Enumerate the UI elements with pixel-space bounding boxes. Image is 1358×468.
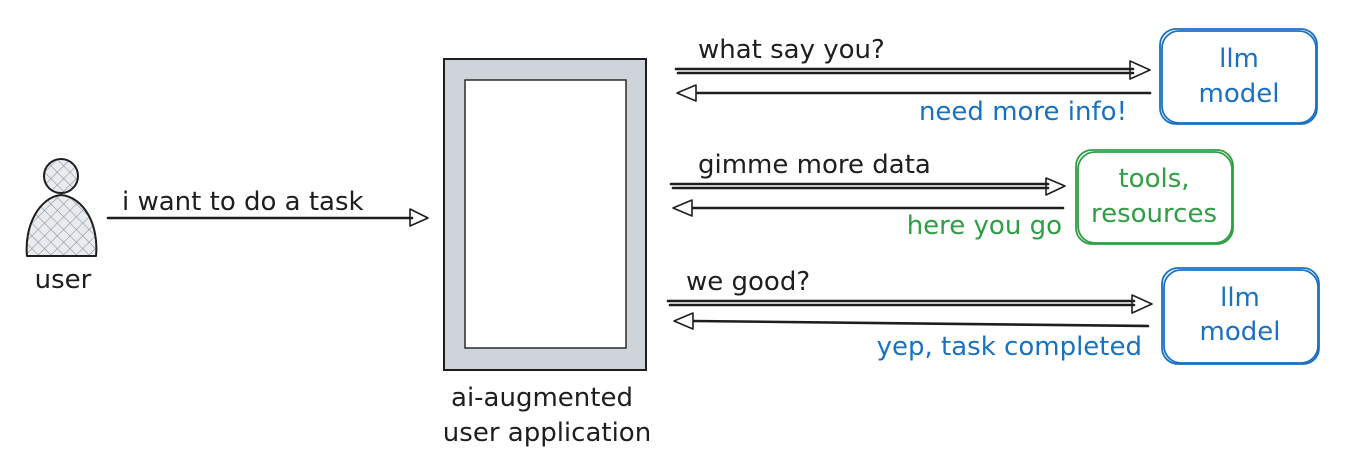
edge-user-to-app-label: i want to do a task xyxy=(122,187,364,217)
tools-node: tools, resources xyxy=(1075,149,1234,245)
edge-llm-bottom-to-app: yep, task completed xyxy=(673,312,1150,362)
app-screen xyxy=(464,79,627,349)
llm-bottom-node: llm model xyxy=(1161,267,1320,365)
llm-top-label-line2: model xyxy=(1199,79,1280,109)
edge-tools-to-app-label: here you go xyxy=(907,211,1062,241)
arrowhead-right-icon xyxy=(409,208,429,227)
edge-app-to-llm-bottom-label: we good? xyxy=(686,267,810,297)
arrowhead-left-icon xyxy=(673,312,694,330)
edge-llm-bottom-to-app-label: yep, task completed xyxy=(877,332,1142,362)
llm-top-label-line1: llm xyxy=(1219,44,1259,74)
edge-app-to-llm-top-label: what say you? xyxy=(698,35,885,65)
edge-user-to-app: i want to do a task xyxy=(106,187,429,227)
llm-bottom-label-line1: llm xyxy=(1220,283,1260,313)
edge-tools-to-app: here you go xyxy=(672,199,1065,241)
llm-bottom-label-line2: model xyxy=(1200,317,1281,347)
app-label-line1: ai-augmented xyxy=(451,383,633,413)
user-label: user xyxy=(35,265,92,295)
arrowhead-right-icon xyxy=(1131,294,1153,314)
arrowhead-right-icon xyxy=(1129,60,1151,80)
edge-app-to-llm-top: what say you? xyxy=(674,35,1151,80)
edge-llm-top-to-app: need more info! xyxy=(676,84,1152,127)
arrowhead-right-icon xyxy=(1045,177,1066,196)
edge-app-to-tools-label: gimme more data xyxy=(698,150,931,180)
edge-app-to-llm-bottom: we good? xyxy=(666,267,1153,314)
arrowhead-left-icon xyxy=(676,84,697,102)
arrowhead-left-icon xyxy=(672,199,693,217)
user-icon xyxy=(25,158,98,257)
app-label-line2: user application xyxy=(443,418,651,448)
tools-label-line2: resources xyxy=(1091,199,1217,229)
user-node: user xyxy=(25,158,98,295)
llm-top-node: llm model xyxy=(1159,28,1318,125)
app-node: ai-augmented user application xyxy=(443,58,651,448)
tools-label-line1: tools, xyxy=(1118,164,1189,194)
edge-llm-top-to-app-label: need more info! xyxy=(919,97,1127,127)
edge-app-to-tools: gimme more data xyxy=(669,150,1066,196)
